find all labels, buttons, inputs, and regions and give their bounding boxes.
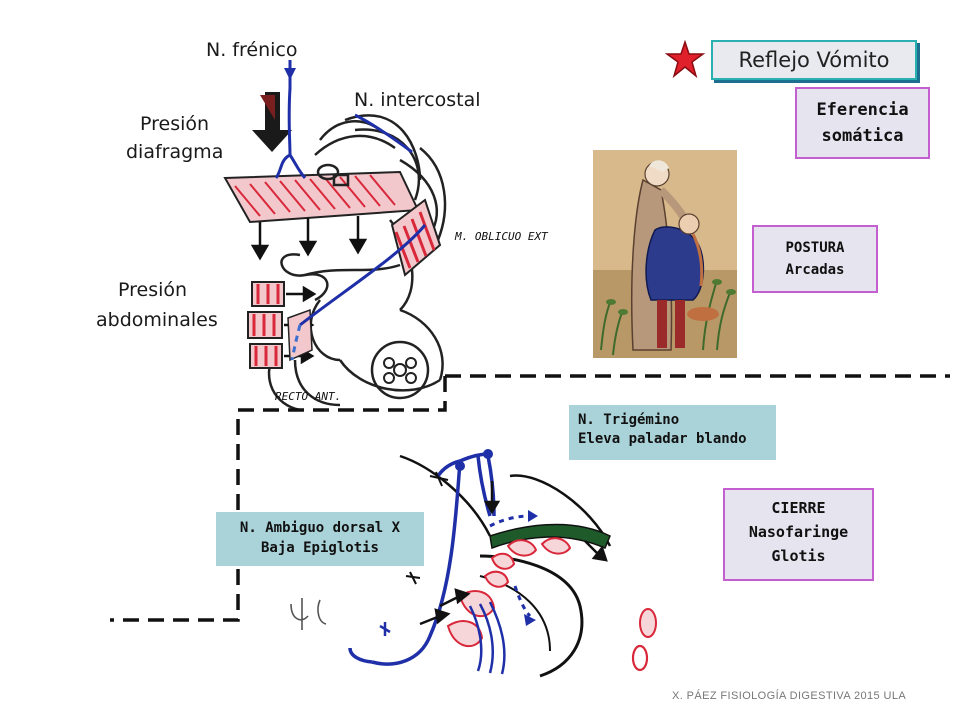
frenico-label: N. frénico (206, 39, 298, 61)
vomiting-illustration (593, 150, 737, 358)
ambiguo-line-1: N. Ambiguo dorsal X (239, 520, 401, 536)
diaphragm-sketch (223, 92, 420, 261)
presion-abdominales-label-1: Presión (118, 279, 188, 301)
oblique-muscle (390, 198, 442, 277)
cierre-box: CIERRE Nasofaringe Glotis (723, 488, 874, 581)
intercostal-label: N. intercostal (354, 89, 481, 111)
cierre-line-1: CIERRE (771, 499, 826, 517)
eferencia-line-2: somática (821, 126, 904, 146)
star-icon (664, 40, 706, 79)
rectus-muscle (247, 281, 317, 369)
trigemino-box: N. Trigémino Eleva paladar blando (569, 405, 776, 460)
eferencia-box: Eferencia somática (795, 87, 930, 159)
trigemino-line-1: N. Trigémino (578, 412, 680, 428)
eferencia-line-1: Eferencia (816, 100, 909, 120)
abdominal-diagram: M. OBLICUO EXT RECTO ANT. (210, 60, 549, 412)
intestine-icon (383, 357, 417, 384)
footer-credit: X. PÁEZ FISIOLOGÍA DIGESTIVA 2015 ULA (672, 690, 907, 702)
cierre-line-3: Glotis (771, 547, 826, 565)
page-title: Reflejo Vómito (711, 40, 917, 80)
handwritten-mark (290, 598, 327, 630)
recto-label: RECTO ANT. (275, 390, 341, 403)
ambiguo-box: N. Ambiguo dorsal X Baja Epiglotis (216, 512, 424, 566)
presion-diafragma-label-2: diafragma (126, 141, 224, 163)
throat-diagram (348, 449, 612, 678)
postura-box: POSTURA Arcadas (752, 225, 878, 293)
ambiguo-line-2: Baja Epiglotis (260, 540, 379, 556)
presion-diafragma-label-1: Presión (140, 113, 210, 135)
trigemino-line-2: Eleva paladar blando (578, 431, 747, 447)
cierre-line-2: Nasofaringe (748, 523, 849, 541)
postura-line-2: Arcadas (785, 262, 845, 278)
presion-abdominales-label-2: abdominales (96, 309, 218, 331)
oblicuo-label: M. OBLICUO EXT (454, 230, 549, 243)
red-oval-icons (631, 608, 657, 672)
postura-line-1: POSTURA (785, 240, 845, 256)
